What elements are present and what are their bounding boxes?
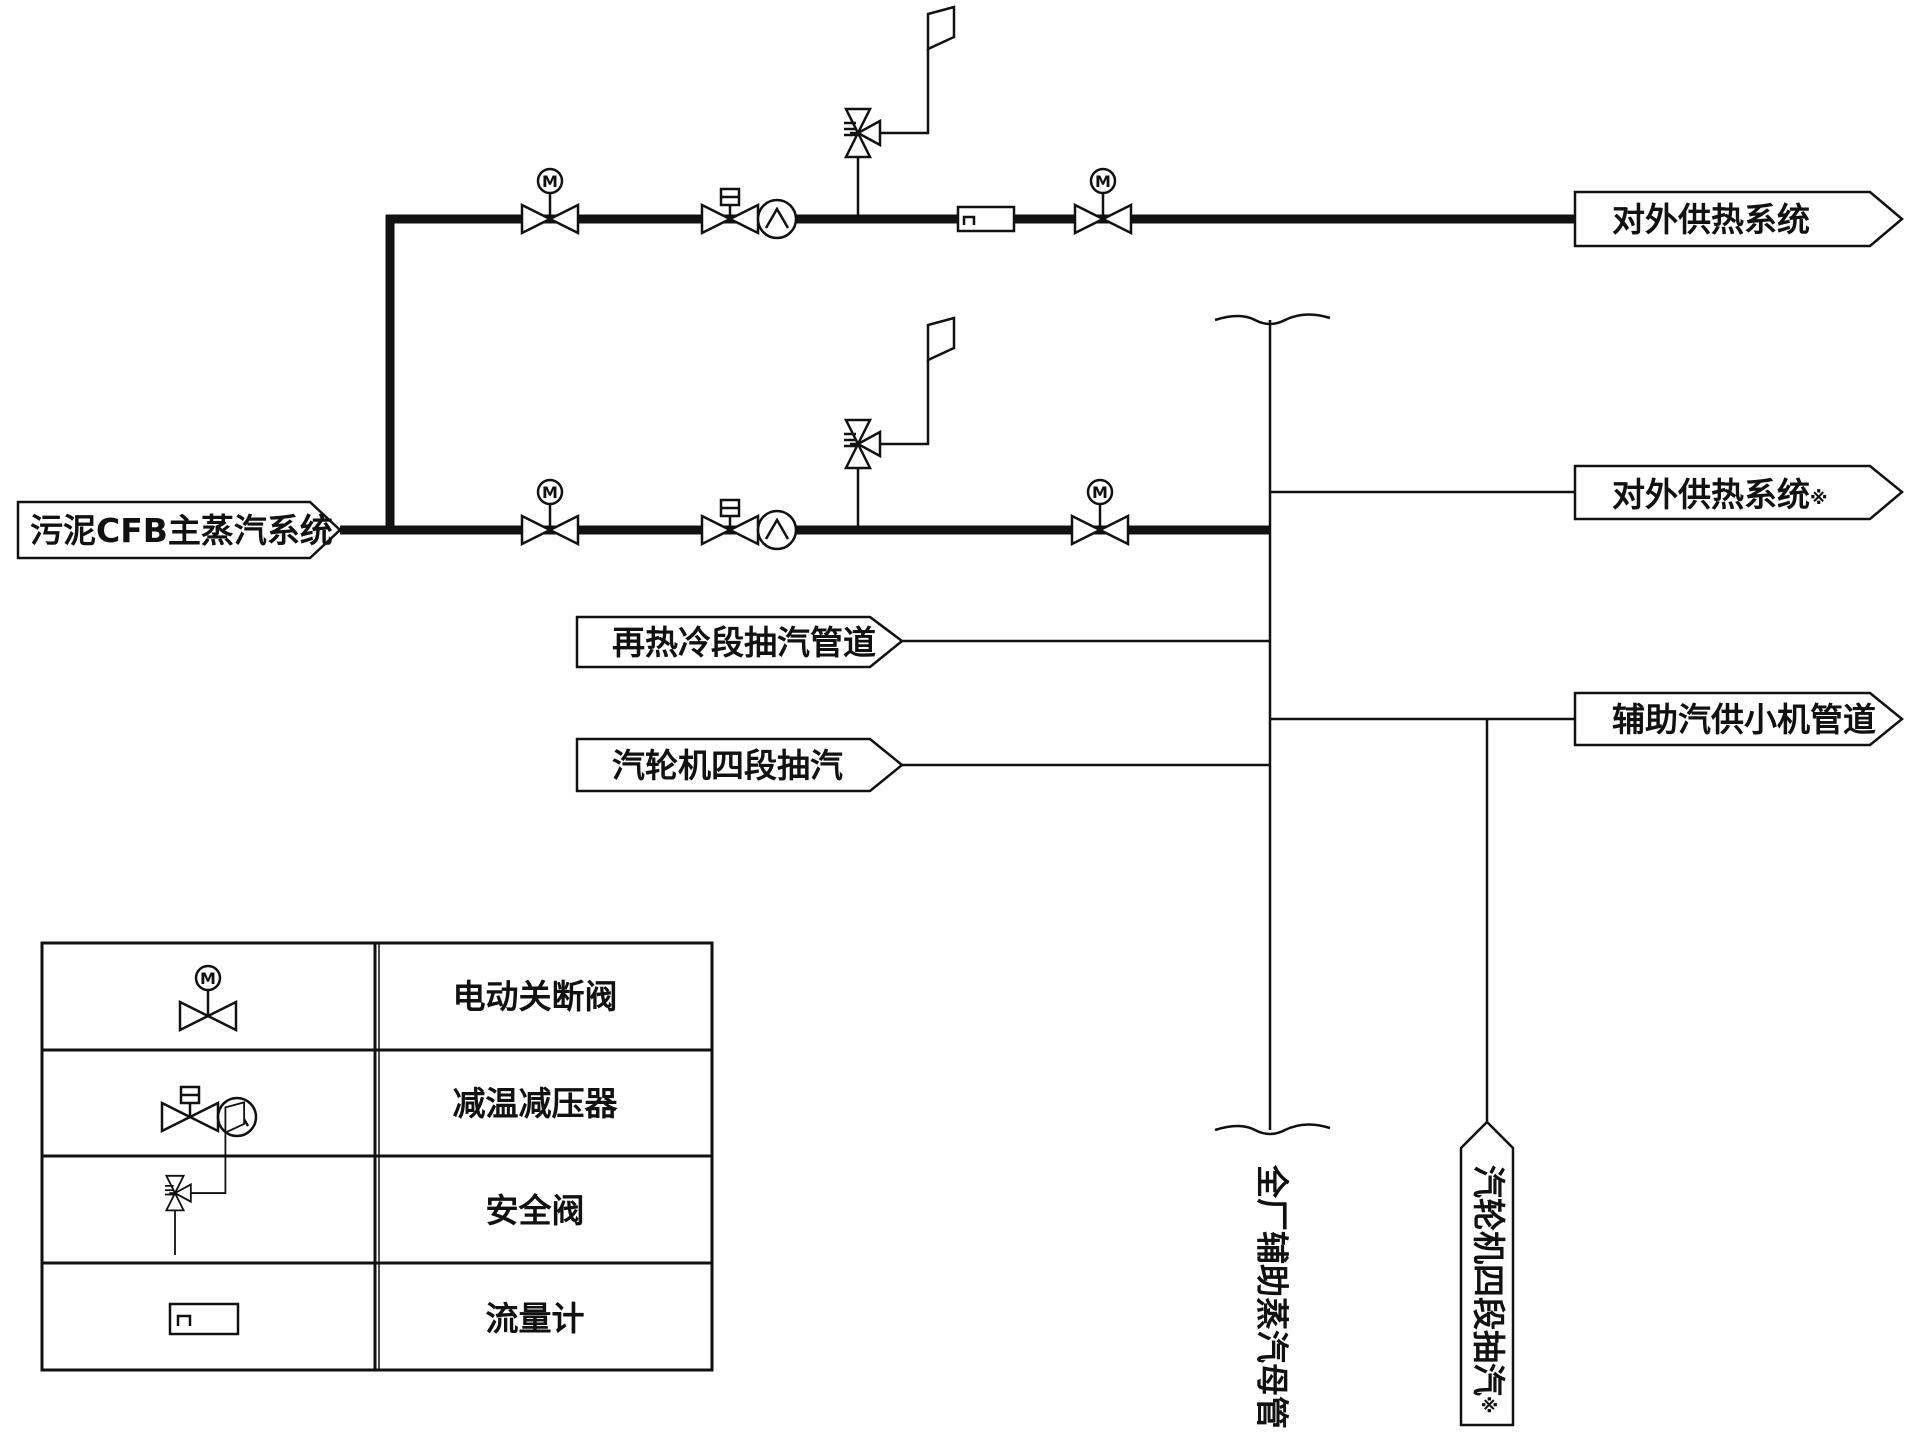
legend-row: 减温减压器 bbox=[160, 1084, 619, 1138]
legend-label: 减温减压器 bbox=[453, 1084, 619, 1123]
flow-meter-icon bbox=[168, 1302, 240, 1336]
legend-label: 电动关断阀 bbox=[453, 977, 618, 1016]
target-tag-aux-steam[interactable]: 辅助汽供小机管道 bbox=[1573, 691, 1904, 747]
target-label-heating-1: 对外供热系统 bbox=[1612, 200, 1810, 239]
legend-row: M 电动关断阀 bbox=[178, 964, 618, 1032]
flow-meter-upper[interactable] bbox=[956, 205, 1016, 233]
turbine-4th-vertical-tag[interactable]: 汽轮机四段抽汽※ bbox=[1459, 1120, 1515, 1427]
desuperheater-upper[interactable] bbox=[700, 187, 798, 240]
svg-text:汽轮机四段抽汽※: 汽轮机四段抽汽※ bbox=[1470, 1165, 1509, 1414]
source-tag[interactable]: 污泥CFB主蒸汽系统 bbox=[16, 500, 342, 560]
target-label-aux-steam: 辅助汽供小机管道 bbox=[1612, 700, 1876, 739]
safety-valve-lower[interactable] bbox=[842, 316, 956, 532]
target-tag-heating-2[interactable]: 对外供热系统※ bbox=[1573, 464, 1904, 521]
legend-table: M 电动关断阀 减温减压器 安全阀 流量计 bbox=[40, 941, 714, 1372]
reheat-cold-label: 再热冷段抽汽管道 bbox=[612, 623, 876, 662]
legend-label: 安全阀 bbox=[486, 1191, 585, 1230]
header-vertical-label-group: 全厂辅助蒸汽母管 bbox=[1253, 1164, 1292, 1429]
legend-row: 安全阀 bbox=[164, 1101, 585, 1256]
target-label-heating-2: 对外供热系统 bbox=[1612, 475, 1810, 514]
aux-steam-header bbox=[900, 313, 1575, 1136]
note-mark-icon: ※ bbox=[1810, 488, 1828, 509]
motor-letter-icon: M bbox=[1095, 172, 1111, 191]
target-tag-heating-1[interactable]: 对外供热系统 bbox=[1573, 190, 1904, 248]
source-tag-reheat-cold[interactable]: 再热冷段抽汽管道 bbox=[575, 615, 905, 669]
source-tag-turbine-4th[interactable]: 汽轮机四段抽汽 bbox=[575, 737, 904, 793]
header-vertical-label: 全厂辅助蒸汽母管 bbox=[1253, 1164, 1292, 1429]
svg-text:对外供热系统※: 对外供热系统※ bbox=[1612, 475, 1828, 514]
turbine-4th-vertical-label: 汽轮机四段抽汽 bbox=[1470, 1165, 1509, 1396]
motor-letter-icon: M bbox=[542, 172, 558, 191]
motor-letter-icon: M bbox=[542, 483, 558, 502]
source-label: 污泥CFB主蒸汽系统 bbox=[30, 511, 333, 550]
safety-valve-upper[interactable] bbox=[842, 5, 956, 221]
motor-letter-icon: M bbox=[200, 969, 216, 988]
desuperheater-lower[interactable] bbox=[700, 498, 798, 551]
main-pipelines bbox=[340, 214, 1575, 535]
note-mark-icon: ※ bbox=[1477, 1396, 1498, 1414]
legend-row: 流量计 bbox=[168, 1299, 585, 1338]
turbine-4th-label: 汽轮机四段抽汽 bbox=[612, 746, 843, 785]
motor-letters: M M M M bbox=[542, 172, 1111, 502]
motor-letter-icon: M bbox=[1092, 483, 1108, 502]
legend-label: 流量计 bbox=[486, 1299, 585, 1338]
